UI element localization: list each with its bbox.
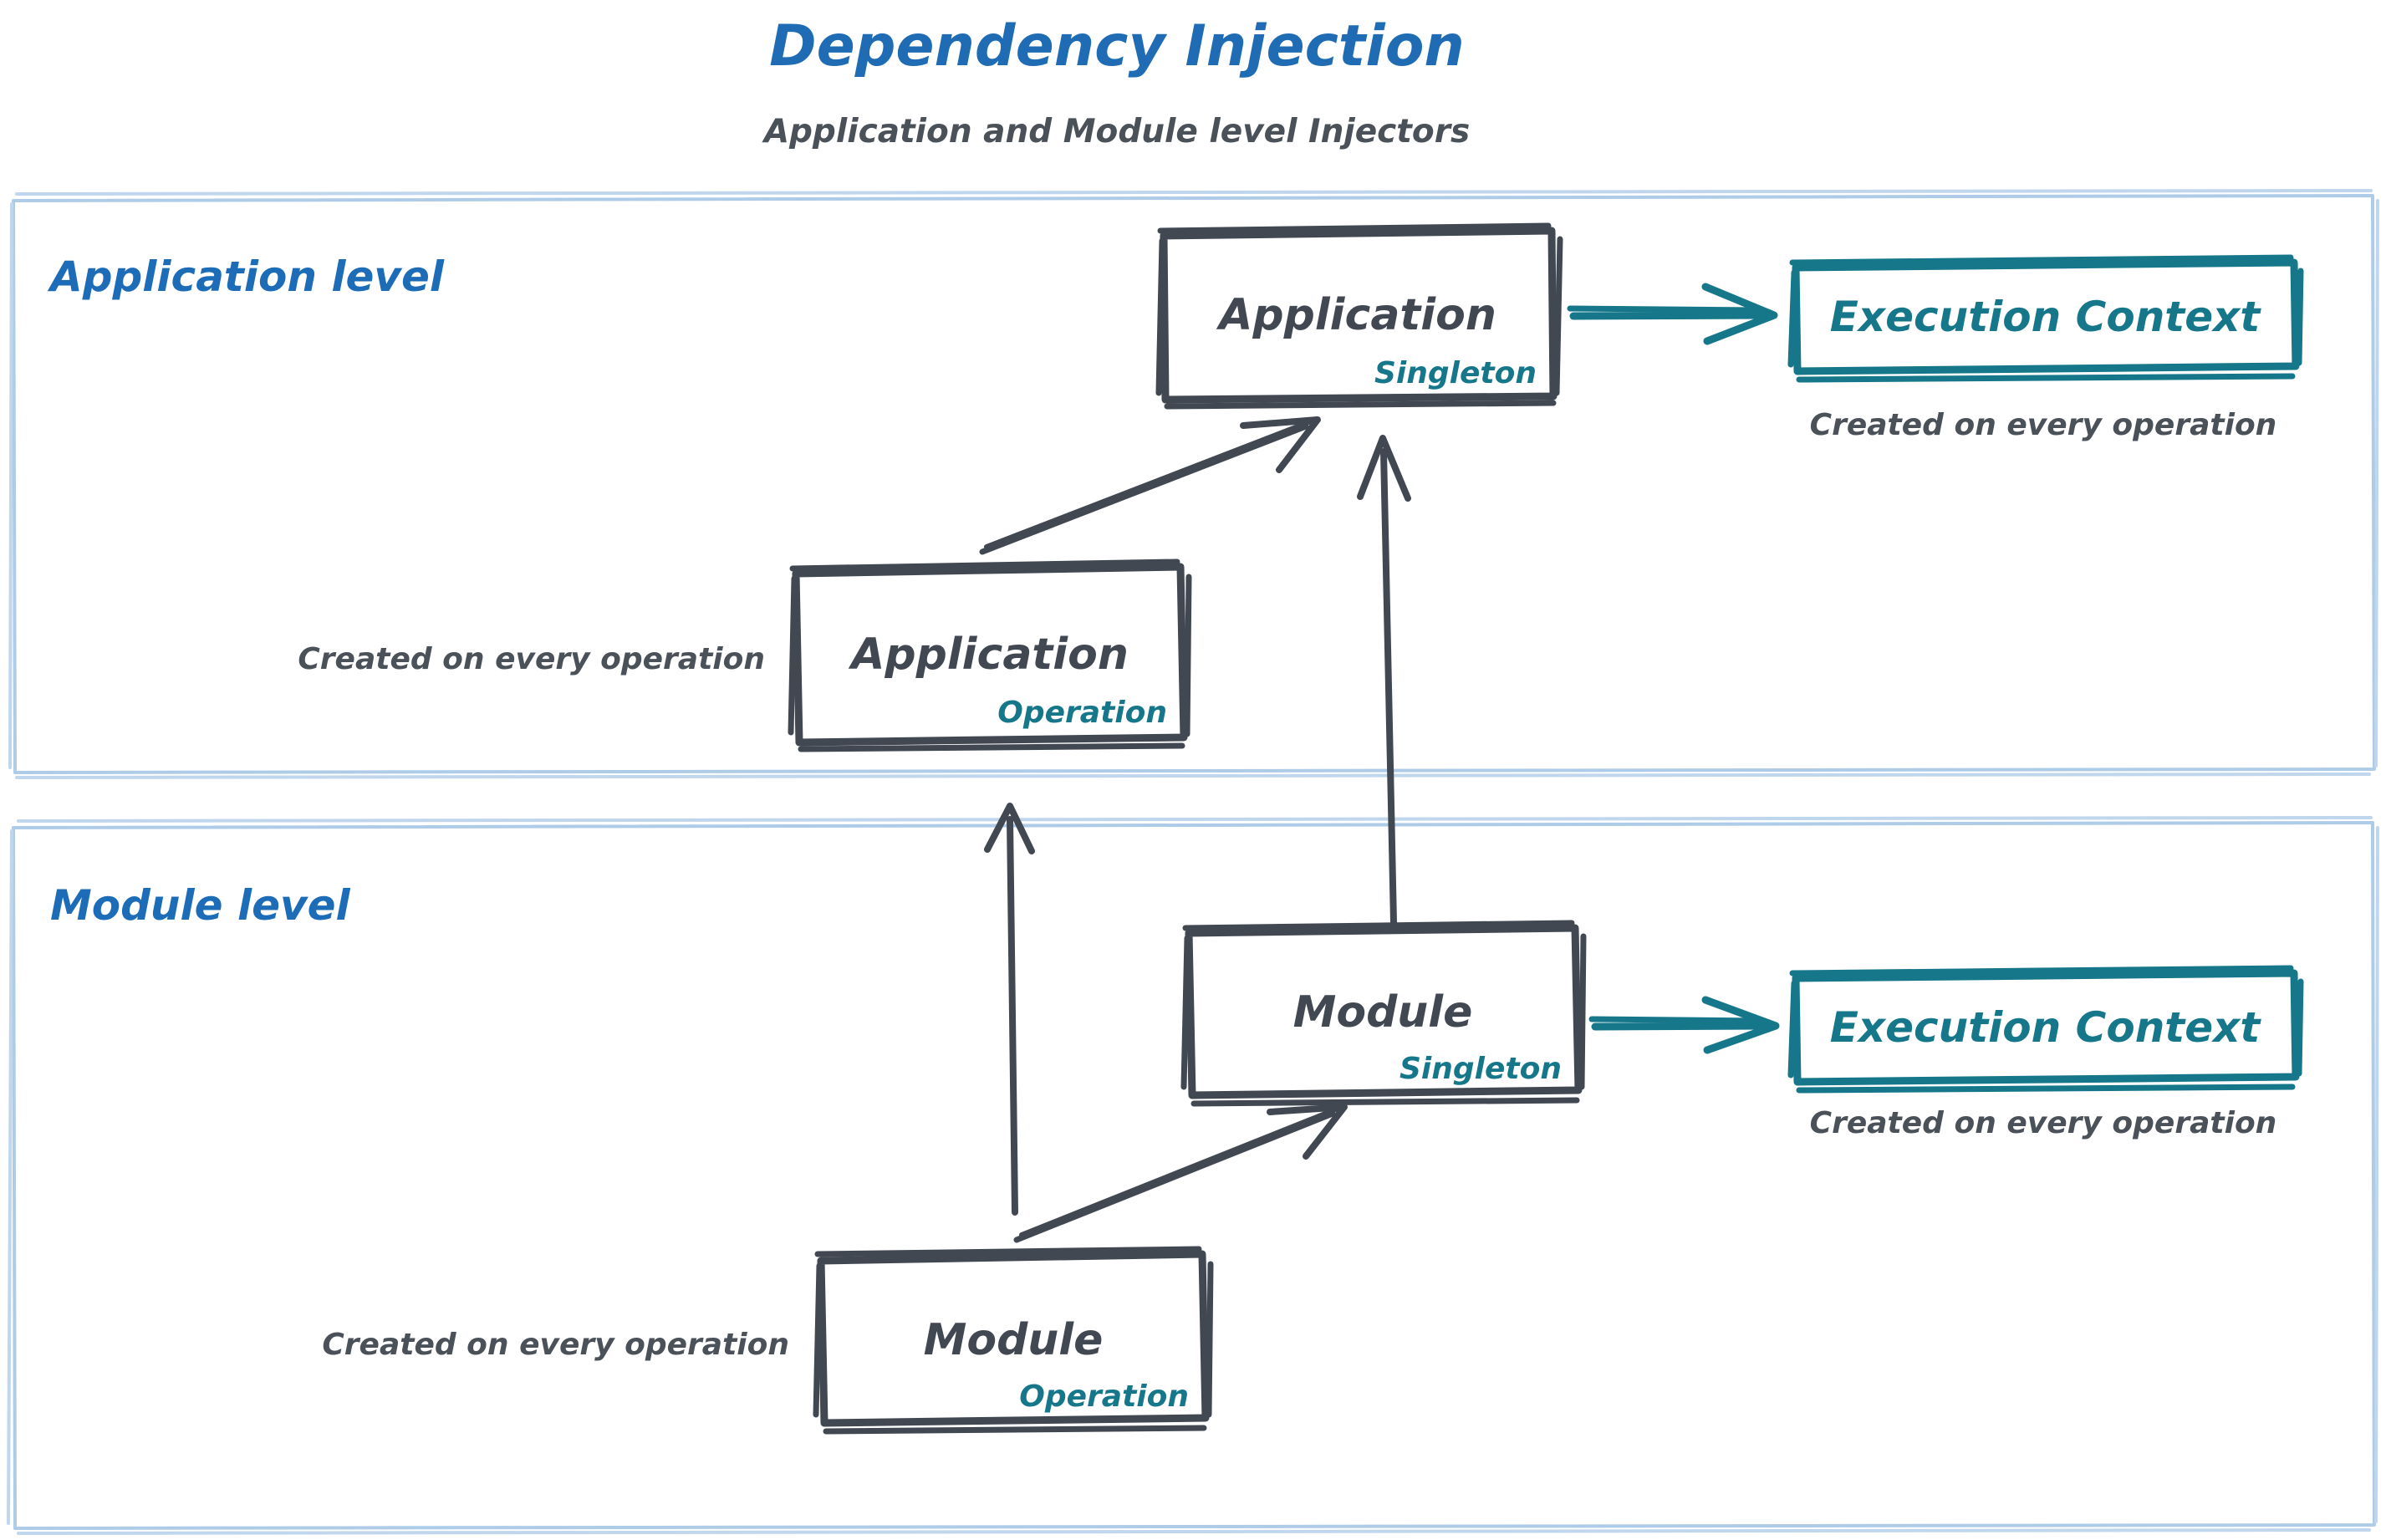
node-application-operation[interactable]: Application Operation: [788, 558, 1192, 752]
node-title: Module: [924, 1315, 1104, 1365]
container-label-application-level: Application level: [47, 252, 445, 301]
note-exec-context-app: Created on every operation: [1810, 408, 2277, 442]
node-box-sketch: [1180, 920, 1587, 1107]
container-border-module: [12, 821, 2376, 1530]
node-execution-context-app[interactable]: Execution Context: [1787, 254, 2304, 383]
node-box: [792, 563, 1188, 747]
node-box-sketch: [788, 558, 1192, 752]
node-box: [1185, 924, 1583, 1099]
edge-module-operation-to-app-operation[interactable]: [984, 803, 1035, 1216]
node-box-sketch: [1787, 965, 2304, 1094]
page-subtitle: Application and Module level Injectors: [762, 113, 1470, 150]
node-title: Execution Context: [1830, 293, 2262, 341]
note-module-operation: Created on every operation: [322, 1328, 789, 1362]
edge-module-operation-to-module-singleton[interactable]: [1013, 1104, 1348, 1243]
node-title: Execution Context: [1830, 1003, 2262, 1052]
node-title: Application: [1216, 290, 1496, 340]
arrowhead-icon: [1240, 416, 1321, 473]
edge-app-to-exec-context[interactable]: [1567, 283, 1778, 345]
arrowhead-icon: [1701, 996, 1780, 1054]
node-module-singleton[interactable]: Module Singleton: [1180, 920, 1587, 1107]
container-label-module-level: Module level: [50, 881, 351, 930]
container-border-application-sketch: [8, 189, 2379, 779]
edge-app-operation-to-app-singleton[interactable]: [979, 416, 1321, 555]
note-application-operation: Created on every operation: [298, 642, 765, 676]
node-box-sketch: [1155, 222, 1563, 410]
container-application-level[interactable]: Application level: [8, 189, 2379, 779]
node-box-sketch: [1787, 254, 2304, 383]
arrowhead-icon: [1701, 283, 1778, 345]
node-execution-context-module[interactable]: Execution Context: [1787, 965, 2304, 1094]
node-box: [1792, 969, 2300, 1086]
node-scope-badge: Operation: [997, 696, 1167, 730]
node-title: Application: [848, 630, 1129, 680]
node-application-singleton[interactable]: Application Singleton: [1155, 222, 1563, 410]
container-border-application: [12, 194, 2376, 774]
note-exec-context-module: Created on every operation: [1810, 1106, 2277, 1140]
node-title: Module: [1293, 987, 1473, 1038]
node-box: [1792, 258, 2300, 375]
container-border-module-sketch: [7, 816, 2379, 1535]
node-box: [1160, 227, 1558, 404]
node-module-operation[interactable]: Module Operation: [813, 1246, 1214, 1435]
arrowhead-icon: [1267, 1104, 1348, 1160]
node-scope-badge: Singleton: [1399, 1052, 1562, 1086]
edge-module-singleton-to-app-singleton[interactable]: [1357, 435, 1411, 926]
node-box-sketch: [813, 1246, 1214, 1435]
node-box: [817, 1250, 1210, 1427]
container-module-level[interactable]: Module level: [7, 816, 2379, 1535]
node-scope-badge: Singleton: [1374, 356, 1537, 390]
node-scope-badge: Operation: [1019, 1379, 1189, 1414]
edge-module-to-exec-context[interactable]: [1588, 996, 1780, 1054]
arrowhead-icon: [1357, 435, 1411, 502]
arrowhead-icon: [984, 803, 1035, 854]
page-title: Dependency Injection: [769, 13, 1465, 79]
